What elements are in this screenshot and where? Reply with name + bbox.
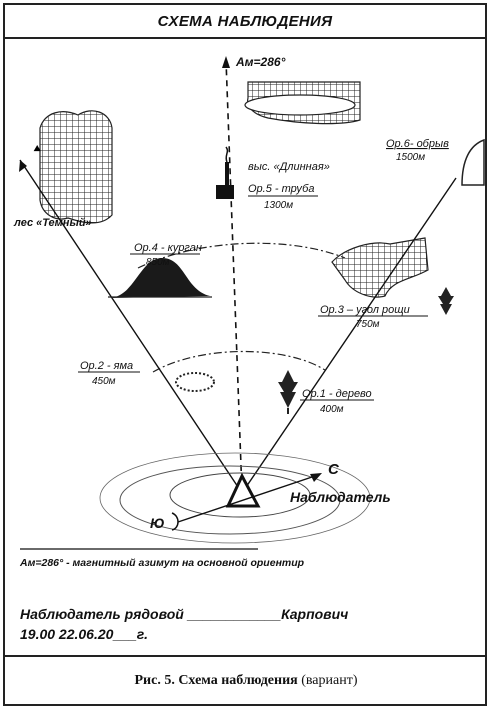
landmark-2-distance: 450м (92, 376, 116, 387)
grove-tree-icon (438, 287, 454, 315)
south-label: Ю (150, 515, 165, 531)
page-frame (3, 3, 487, 706)
south-mark-icon (171, 512, 179, 531)
landmark-4-name: Ор.4 - курган (134, 242, 202, 254)
azimuth-dashed-line (225, 59, 243, 494)
top-oval (244, 94, 356, 116)
caption-rest: (вариант) (297, 673, 358, 688)
north-label: С (328, 461, 340, 478)
caption-separator (5, 655, 485, 657)
landmark-2-name: Ор.2 - яма (80, 360, 133, 372)
azimuth-arrow-icon (222, 56, 230, 68)
caption-bold: Рис. 5. Схема наблюдения (134, 673, 298, 688)
landmark-1-name: Ор.1 - дерево (302, 388, 372, 400)
diagram-title: СХЕМА НАБЛЮДЕНИЯ (157, 13, 333, 30)
forest-temny-area (39, 110, 113, 224)
cliff-icon (461, 138, 485, 186)
landmark-6-distance: 1500м (396, 152, 425, 163)
title-band: СХЕМА НАБЛЮДЕНИЯ (3, 3, 487, 39)
kurgan-icon (110, 258, 210, 298)
north-arrow-icon (310, 473, 322, 482)
hill-label: выс. «Длинная» (248, 161, 330, 173)
landmark-4-distance: 850м (146, 257, 170, 268)
observer-label: Наблюдатель (290, 489, 391, 505)
pipe-icon (216, 185, 234, 199)
forest-label: лес «Темный» (13, 217, 92, 229)
landmark-3-distance: 750м (356, 319, 380, 330)
terrain-contour-1 (169, 472, 311, 518)
observation-date-line: 19.00 22.06.20___г. (20, 626, 148, 642)
figure-caption: Рис. 5. Схема наблюдения (вариант) (0, 673, 492, 689)
landmark-5-name: Ор.5 - труба (248, 183, 314, 195)
grove-area (331, 237, 429, 298)
tree-in-forest: ⯅ (32, 141, 42, 156)
left-arrow-icon (19, 160, 27, 172)
right-sector-line (241, 177, 457, 494)
landmark-1-distance: 400м (320, 404, 344, 415)
terrain-contour-2 (119, 465, 341, 535)
landmark-6-name: Ор.6- обрыв (386, 138, 449, 150)
tree-icon (278, 370, 298, 408)
range-arc-near (152, 350, 326, 373)
pit-icon (175, 372, 215, 392)
observer-signature-line: Наблюдатель рядовой ____________Карпович (20, 606, 349, 622)
observation-scheme-diagram: ⯅ Ам=286° выс. «Длинная» лес «Темный» Ор… (13, 55, 485, 569)
landmark-3-name: Ор.3 – угол рощи (320, 304, 410, 316)
terrain-contour-3 (99, 452, 371, 544)
left-sector-line (19, 159, 243, 494)
azimuth-label: Ам=286° (235, 55, 286, 69)
footnote: Ам=286° - магнитный азимут на основной о… (19, 557, 305, 569)
observer-triangle-icon (225, 472, 261, 508)
compass-line (177, 474, 319, 523)
landmark-5-distance: 1300м (264, 200, 293, 211)
